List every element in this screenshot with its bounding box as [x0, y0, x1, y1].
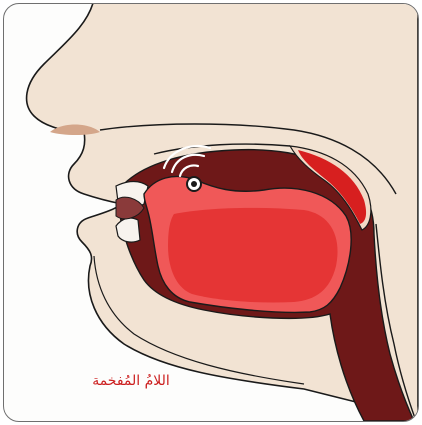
tongue-core	[168, 208, 338, 303]
diagram-card: اللامُ المُفخمة	[3, 3, 419, 422]
vocal-tract-diagram	[4, 4, 418, 421]
contact-point-icon	[187, 177, 201, 191]
lower-teeth	[116, 218, 140, 242]
diagram-caption: اللامُ المُفخمة	[76, 371, 186, 391]
